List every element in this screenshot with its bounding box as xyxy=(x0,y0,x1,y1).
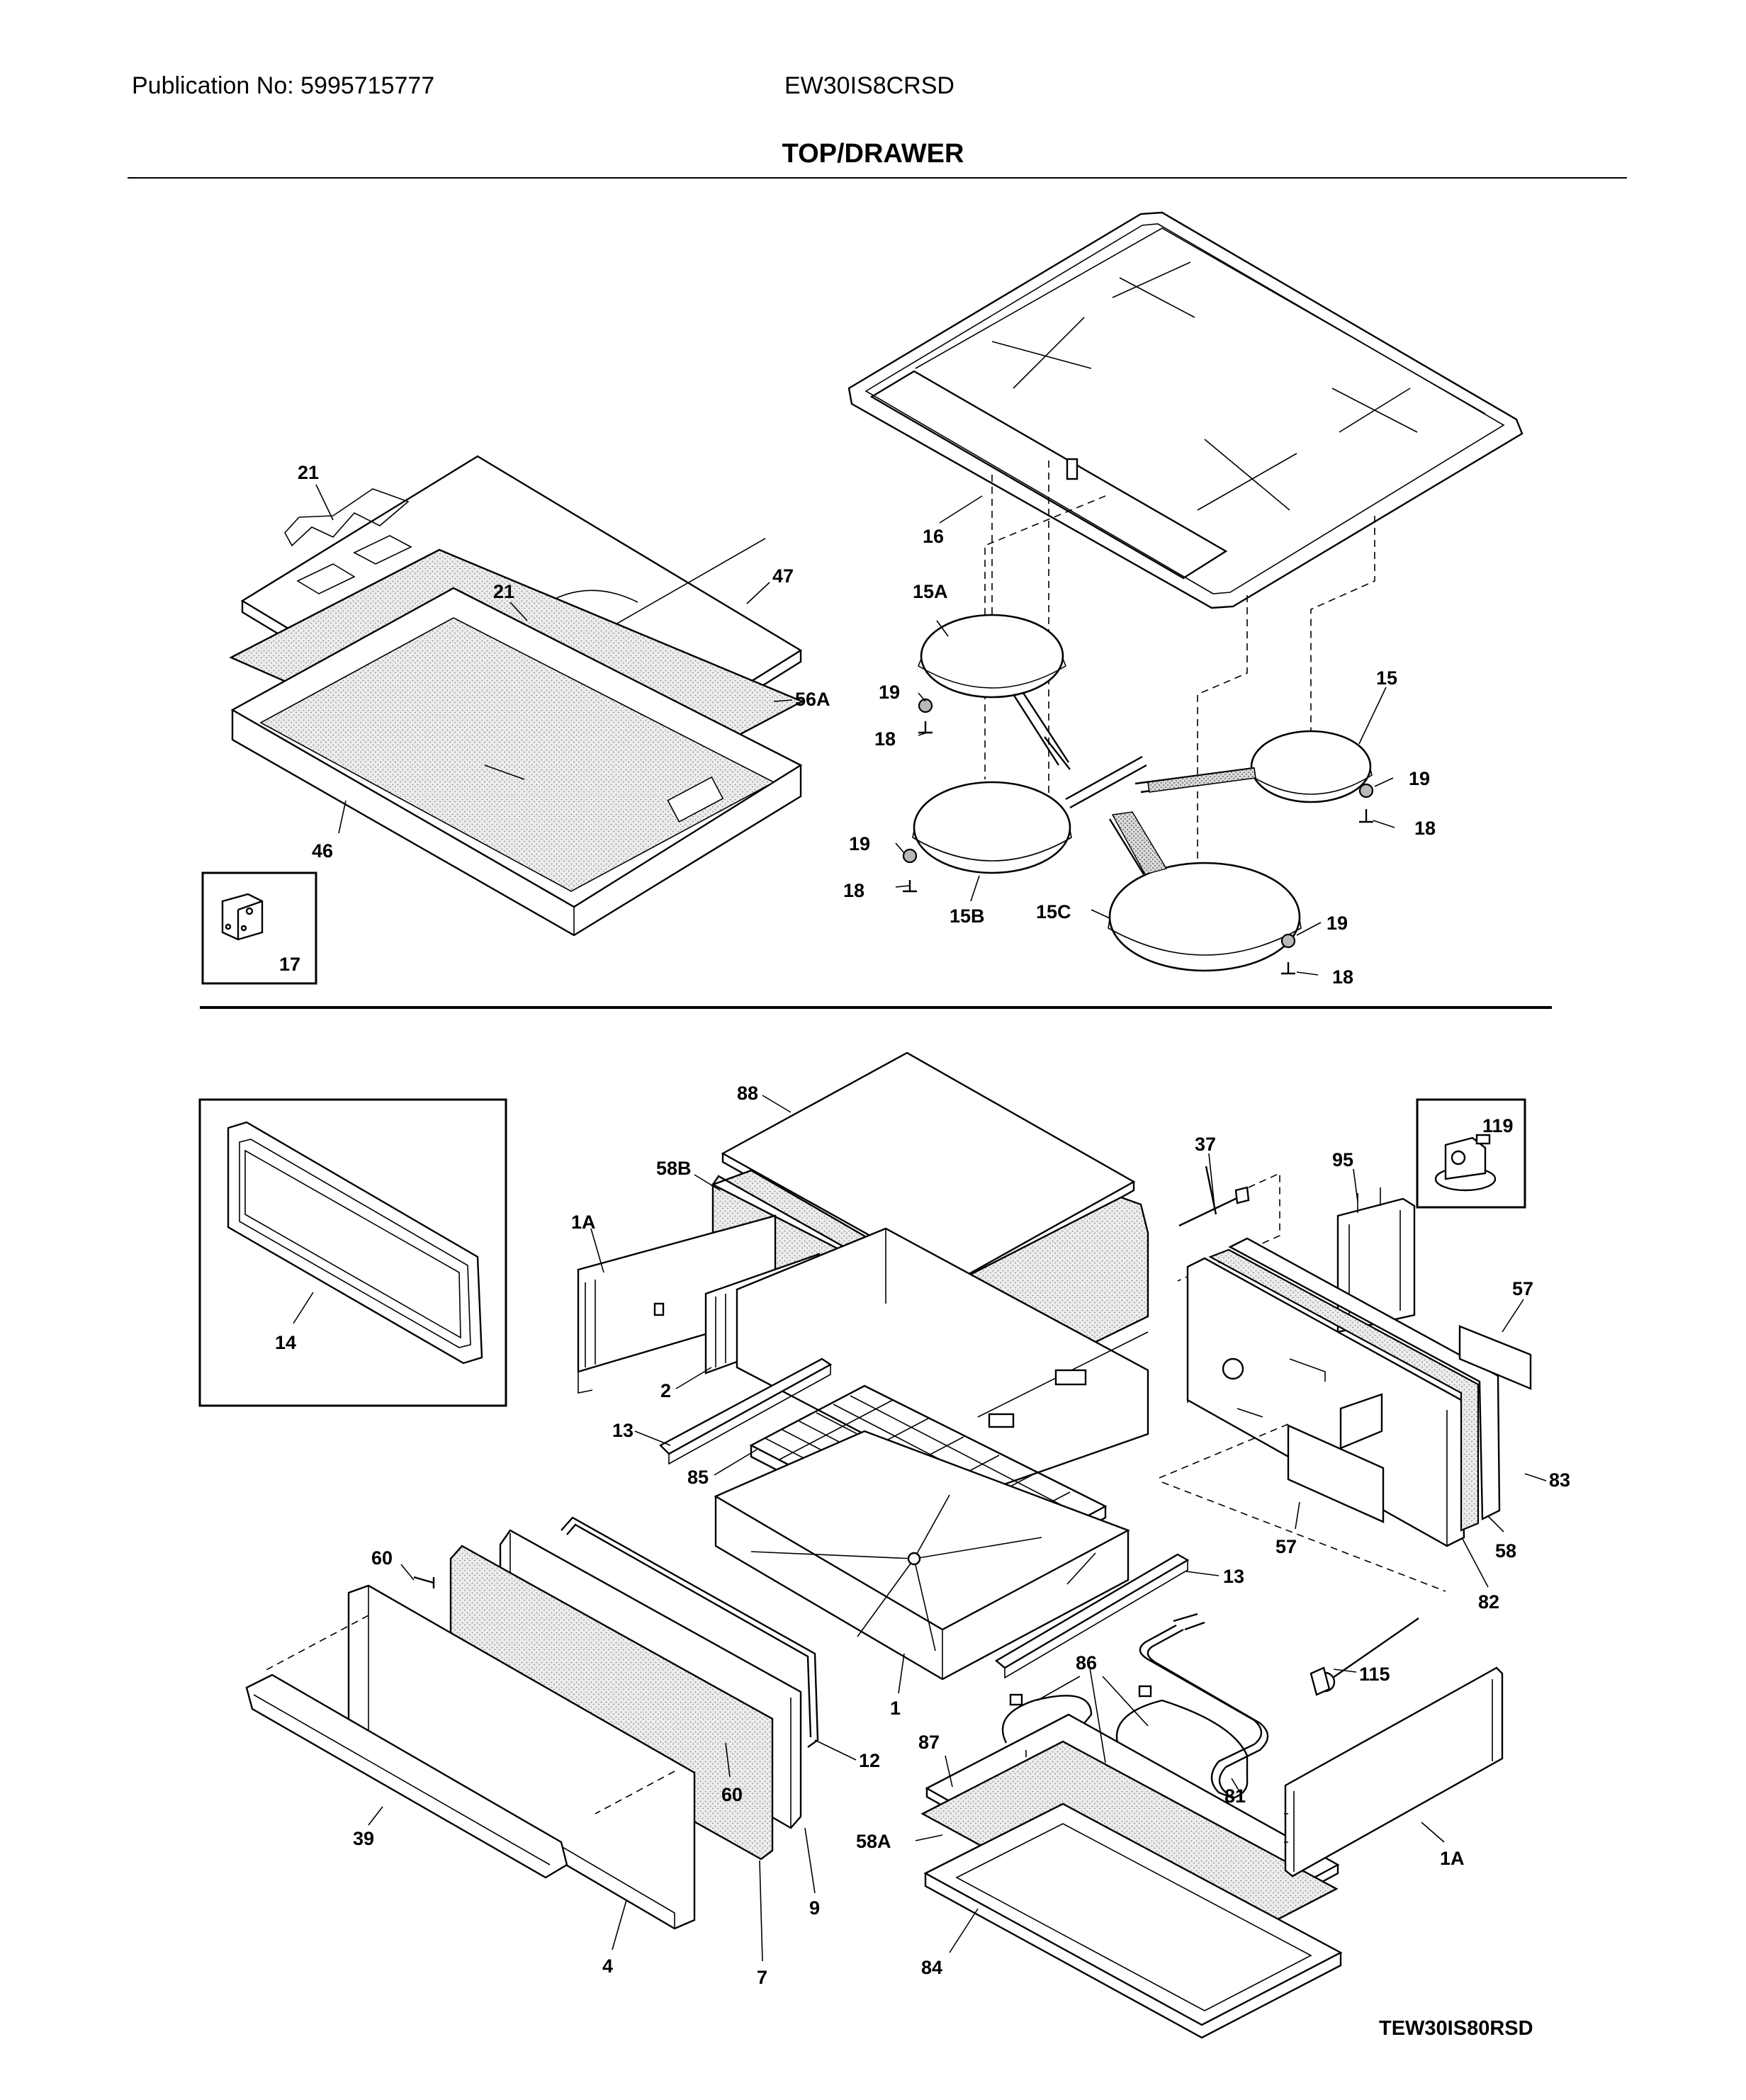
sensor-37 xyxy=(1177,1165,1280,1282)
callout: 57 xyxy=(1512,1278,1533,1299)
handle-39 xyxy=(245,1673,568,1879)
callout: 119 xyxy=(1482,1115,1514,1136)
insulation-57 xyxy=(1159,1325,1532,1592)
callout: 19 xyxy=(1409,768,1430,789)
side-panel-1A-right xyxy=(1284,1666,1504,1878)
element-15 xyxy=(1134,730,1373,803)
callout: 4 xyxy=(602,1955,613,1977)
bottom-pan-46 xyxy=(230,587,803,937)
callout: 84 xyxy=(921,1957,942,1978)
callout: 58 xyxy=(1495,1540,1516,1562)
callout: 46 xyxy=(312,840,333,862)
callout: 82 xyxy=(1478,1591,1499,1613)
callout: 16 xyxy=(923,526,944,547)
thermostat-inset-119 xyxy=(1416,1098,1526,1209)
callout: 18 xyxy=(843,880,864,901)
callout: 19 xyxy=(1327,913,1348,934)
callout: 58A xyxy=(856,1831,891,1852)
leader-lines-bottom xyxy=(293,1095,1547,1962)
callout: 85 xyxy=(687,1467,709,1488)
callout-labels-top: 21 21 47 56A 46 17 16 15A 19 18 15 19 18… xyxy=(279,462,1436,988)
callout: 15C xyxy=(1036,901,1071,922)
callout: 13 xyxy=(1223,1566,1244,1587)
leader-lines-top xyxy=(315,484,1395,976)
callout: 81 xyxy=(1224,1785,1246,1807)
callout: 39 xyxy=(353,1828,374,1849)
callout: 18 xyxy=(874,728,896,750)
callout: 60 xyxy=(371,1547,393,1569)
callout: 1A xyxy=(571,1212,596,1233)
slide-rail-13-left xyxy=(659,1357,833,1465)
cooktop-glass-16 xyxy=(847,211,1523,893)
page-title: TOP/DRAWER xyxy=(782,139,964,169)
callout: 58B xyxy=(656,1158,692,1179)
callout: 14 xyxy=(275,1332,296,1353)
callout: 115 xyxy=(1359,1664,1390,1685)
callout: 87 xyxy=(918,1732,940,1753)
callout: 18 xyxy=(1332,966,1353,988)
heating-element-81 xyxy=(1001,1613,1269,1800)
element-15C xyxy=(1108,811,1302,972)
callout: 86 xyxy=(1076,1652,1097,1673)
rear-panels xyxy=(1186,1237,1501,1547)
section-divider xyxy=(200,1006,1552,1009)
door-gasket-inset-14 xyxy=(198,1098,507,1407)
callout: 83 xyxy=(1549,1469,1570,1491)
drawing-reference: TEW30IS80RSD xyxy=(1379,2017,1533,2040)
header-rule xyxy=(128,177,1627,179)
callout: 60 xyxy=(721,1784,743,1805)
callout: 2 xyxy=(660,1380,671,1401)
callout: 21 xyxy=(493,581,514,602)
drawer-cavity xyxy=(736,1227,1149,1495)
publication-number: Publication No: 5995715777 xyxy=(132,72,435,99)
callout: 1 xyxy=(890,1698,901,1719)
model-number: EW30IS8CRSD xyxy=(784,72,954,99)
callout: 12 xyxy=(859,1750,880,1771)
bottom-tray-84 xyxy=(923,1802,1343,2039)
callout: 47 xyxy=(772,565,794,587)
slide-rail-13-right xyxy=(994,1553,1190,1679)
grommets-and-screws xyxy=(902,698,1374,975)
callout: 18 xyxy=(1414,818,1436,839)
sensor-115 xyxy=(1310,1618,1419,1696)
callout: 21 xyxy=(298,462,319,483)
callout: 19 xyxy=(879,682,900,703)
callout: 15B xyxy=(950,905,985,927)
callout: 13 xyxy=(612,1420,633,1441)
callout: 15A xyxy=(913,581,948,602)
callout: 88 xyxy=(737,1083,758,1104)
callout: 9 xyxy=(809,1897,820,1919)
callout: 57 xyxy=(1275,1536,1297,1557)
callout: 95 xyxy=(1332,1149,1353,1170)
callout: 19 xyxy=(849,833,870,854)
gasket-12 xyxy=(561,1516,819,1748)
element-15B xyxy=(912,755,1147,874)
callout: 56A xyxy=(795,689,830,710)
callout: 15 xyxy=(1376,667,1397,689)
callout: 1A xyxy=(1440,1848,1465,1869)
callout-labels-bottom: 14 88 58B 1A 2 13 85 37 95 119 57 83 57 … xyxy=(275,1083,1570,1988)
callout: 17 xyxy=(279,954,300,975)
callout: 7 xyxy=(757,1967,767,1988)
drawer-pan-1 xyxy=(714,1430,1130,1681)
bracket-inset-17 xyxy=(201,871,317,985)
element-15A xyxy=(918,614,1071,770)
callout: 37 xyxy=(1195,1134,1216,1155)
